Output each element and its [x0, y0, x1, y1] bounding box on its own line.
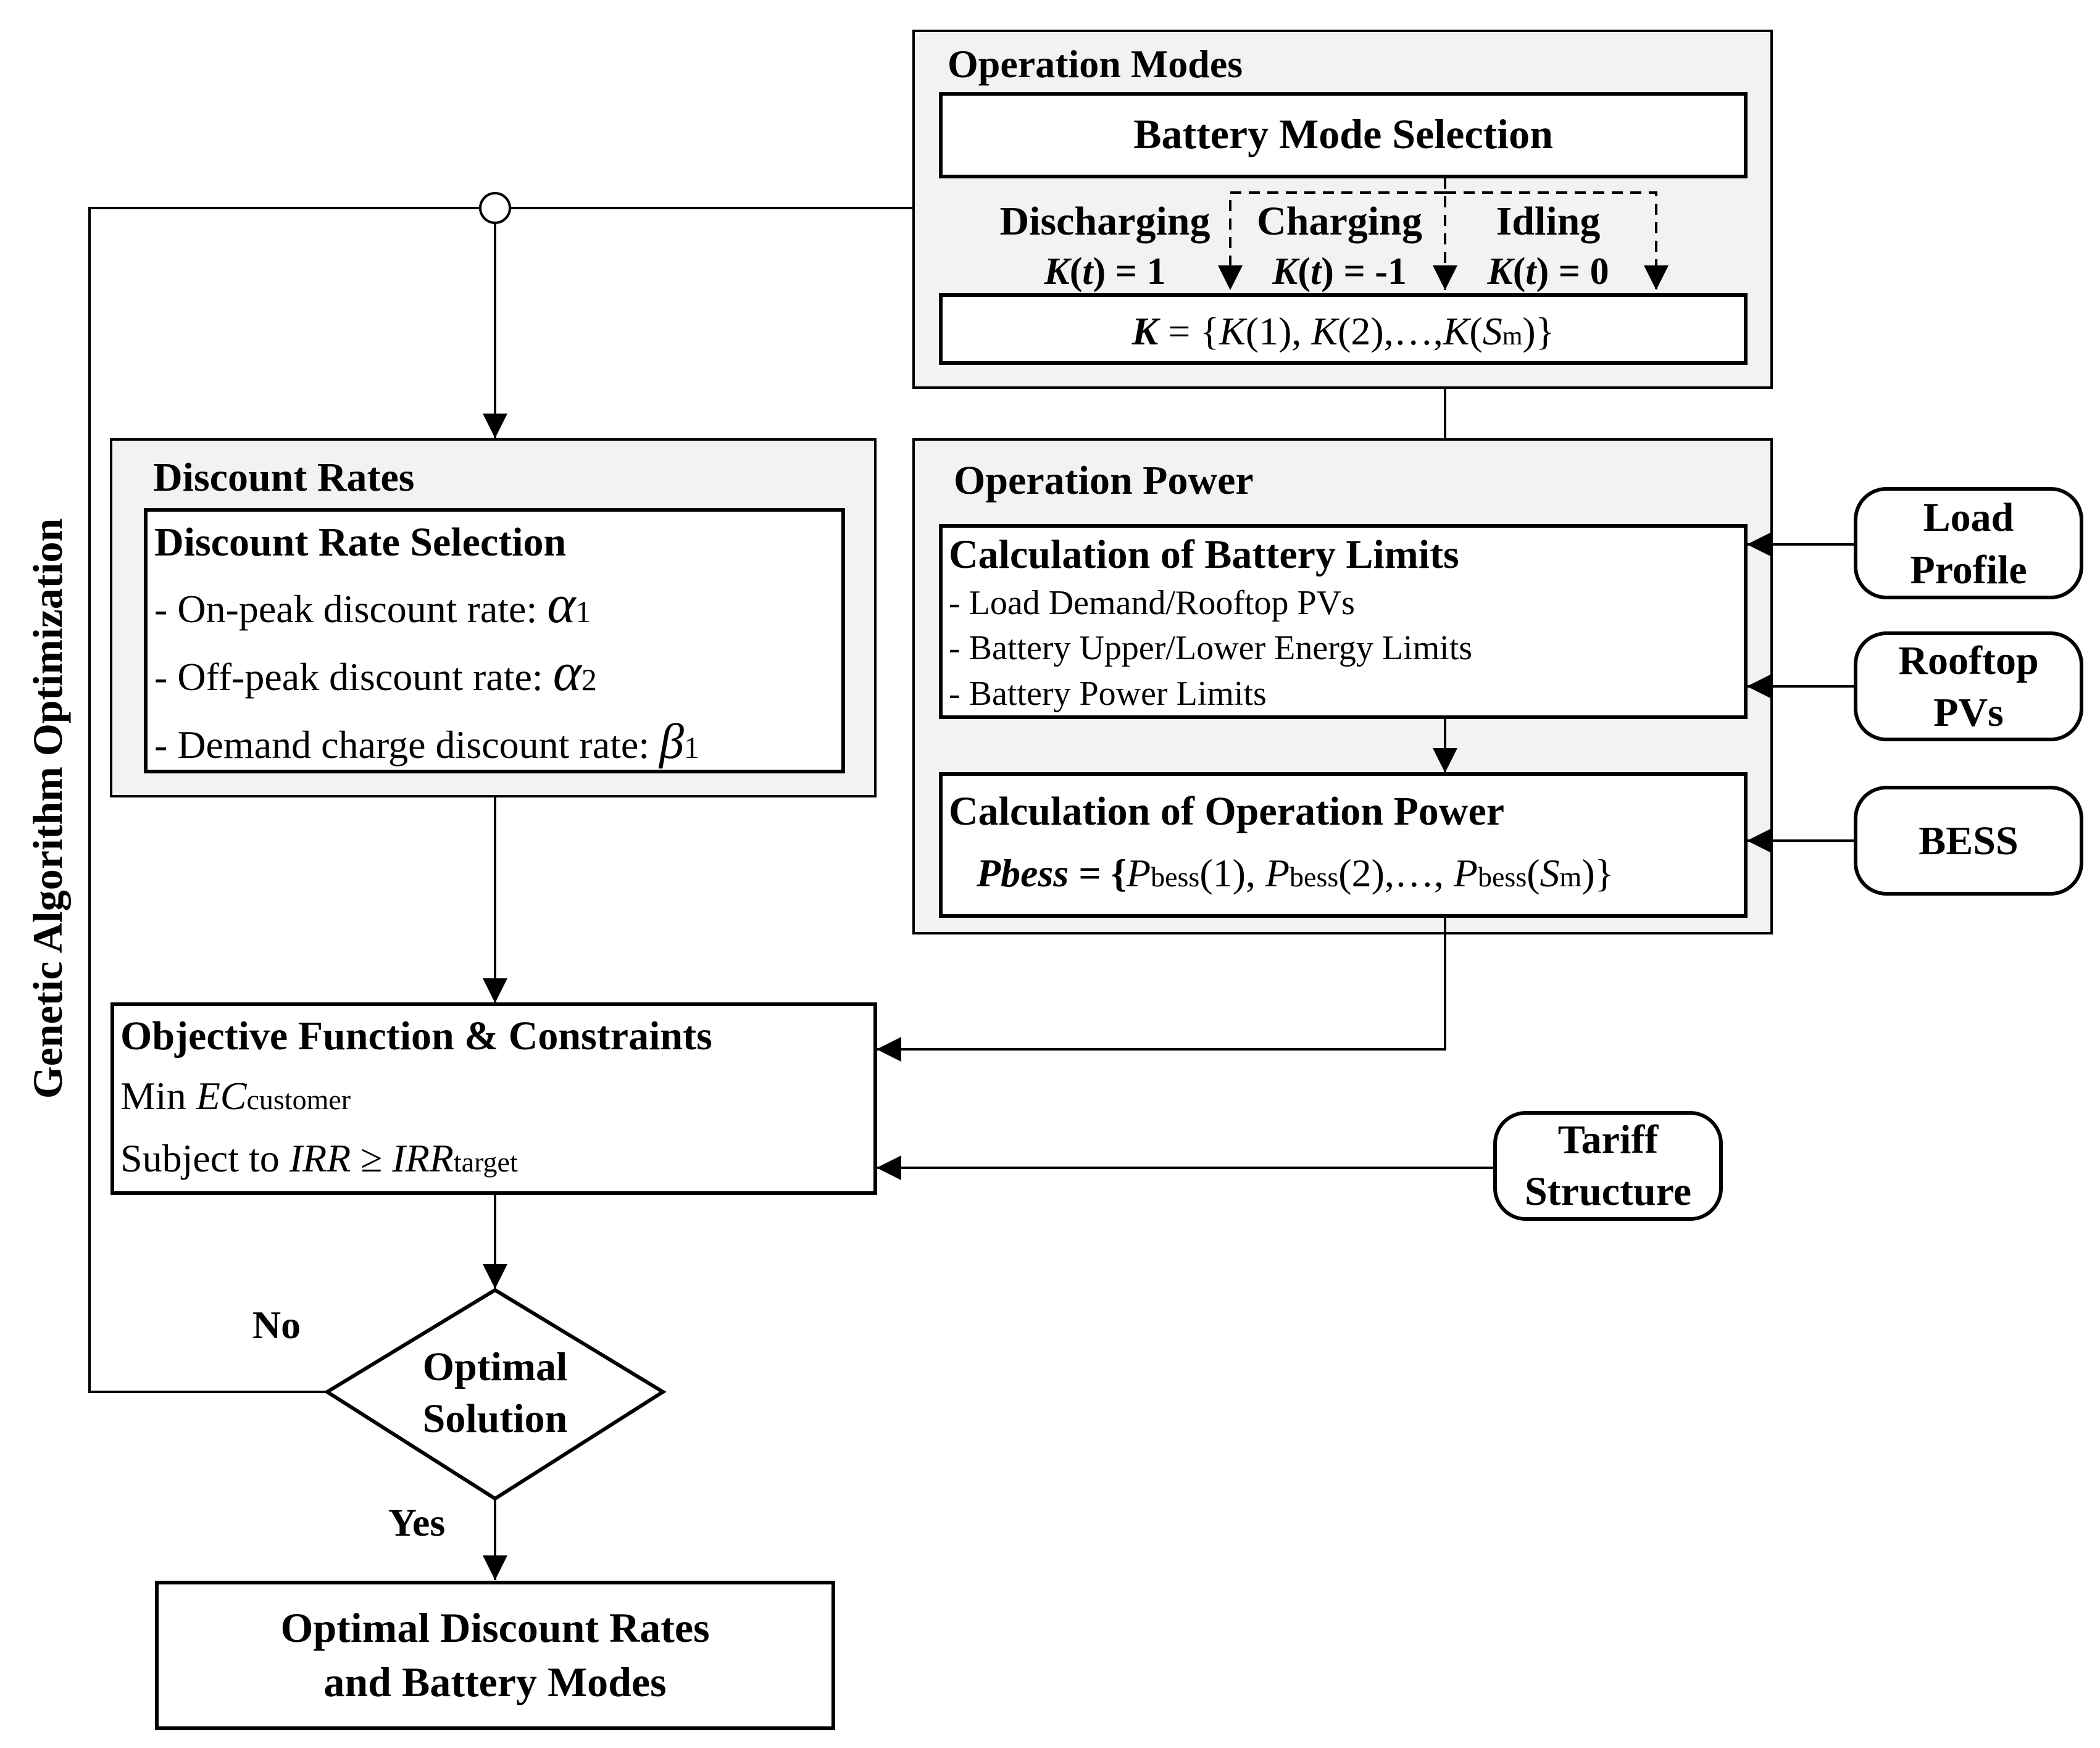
optimal-solution-decision: Optimal Solution: [323, 1288, 667, 1501]
objective-function-box: Objective Function & Constraints Min ECc…: [110, 1002, 877, 1195]
mode-charging-label: Charging: [1257, 199, 1422, 244]
discount-rate-selection-box: [144, 508, 845, 773]
decision-no-label: No: [252, 1303, 301, 1347]
operation-modes-title: Operation Modes: [948, 42, 1243, 86]
side-label: Genetic Algorithm Optimization: [24, 518, 71, 1099]
mode-idling-k: K(t) = 0: [1486, 251, 1609, 293]
limits-item-load-demand: - Load Demand/Rooftop PVs: [949, 584, 1355, 622]
battery-mode-selection-box: [939, 92, 1748, 178]
input-tariff-structure: Tariff Structure: [1493, 1111, 1723, 1221]
svg-text:Load: Load: [1923, 495, 2014, 540]
input-rooftop-pvs: Rooftop PVs: [1854, 631, 2083, 741]
objective-constraint: Subject to IRR ≥ IRRtarget: [120, 1136, 518, 1180]
svg-text:Optimal Discount Rates: Optimal Discount Rates: [280, 1604, 709, 1651]
mode-discharging-label: Discharging: [999, 199, 1210, 244]
svg-text:Rooftop: Rooftop: [1898, 638, 2038, 683]
objective-min: Min ECcustomer: [120, 1074, 351, 1118]
limits-item-power: - Battery Power Limits: [949, 675, 1267, 713]
svg-text:BESS: BESS: [1919, 818, 2018, 864]
battery-limits-title: Calculation of Battery Limits: [949, 532, 1459, 577]
discount-item-demand-charge: - Demand charge discount rate: β1: [154, 715, 699, 769]
feedback-loop-line: [88, 207, 480, 1393]
operation-power-calc-box: [939, 772, 1748, 918]
k-vector-box: [939, 293, 1748, 365]
svg-text:and Battery Modes: and Battery Modes: [323, 1659, 666, 1705]
input-bess: BESS: [1854, 786, 2083, 896]
discharging-mode-dashed-arrow: [1218, 191, 1445, 290]
discount-rates-title: Discount Rates: [153, 455, 415, 500]
pbess-formula: Pbess = {Pbess(1), Pbess(2),…, Pbess(Sm)…: [976, 851, 1614, 895]
battery-limits-box: [939, 524, 1748, 719]
operation-power-panel: Operation Power Calculation of Battery L…: [912, 438, 1773, 934]
operation-power-title: Operation Power: [954, 458, 1254, 503]
mode-idling-label: Idling: [1496, 199, 1601, 244]
decision-yes-label: Yes: [388, 1500, 445, 1544]
idling-mode-dashed-arrow: [1445, 191, 1669, 290]
junction-circle: [479, 192, 511, 224]
svg-text:Profile: Profile: [1910, 547, 2027, 593]
mode-charging-k: K(t) = -1: [1272, 251, 1407, 293]
objective-title: Objective Function & Constraints: [120, 1013, 712, 1059]
k-vector-formula: K = {K(1), K(2),…,K(Sm)}: [1131, 309, 1555, 353]
operation-power-calc-title: Calculation of Operation Power: [949, 789, 1504, 834]
discount-item-off-peak: - Off-peak discount rate: α2: [154, 643, 597, 702]
power-to-objective-arrow: [877, 916, 1446, 1062]
input-load-profile: Load Profile: [1854, 487, 2083, 599]
discount-rates-panel: Discount Rates Discount Rate Selection -…: [110, 438, 877, 797]
battery-mode-selection-label: Battery Mode Selection: [1133, 110, 1553, 157]
discount-item-on-peak: - On-peak discount rate: α1: [154, 575, 591, 635]
svg-text:Solution: Solution: [423, 1396, 568, 1441]
svg-text:Tariff: Tariff: [1558, 1117, 1659, 1162]
operation-modes-panel: Operation Modes Battery Mode Selection D…: [912, 30, 1773, 389]
mode-discharging-k: K(t) = 1: [1043, 251, 1165, 293]
result-box: Optimal Discount Rates and Battery Modes: [155, 1581, 835, 1730]
svg-text:Structure: Structure: [1525, 1169, 1691, 1214]
limits-item-energy: - Battery Upper/Lower Energy Limits: [949, 629, 1472, 667]
svg-text:Optimal: Optimal: [423, 1344, 568, 1389]
discount-rate-selection-title: Discount Rate Selection: [154, 520, 566, 565]
svg-text:PVs: PVs: [1933, 690, 2004, 735]
